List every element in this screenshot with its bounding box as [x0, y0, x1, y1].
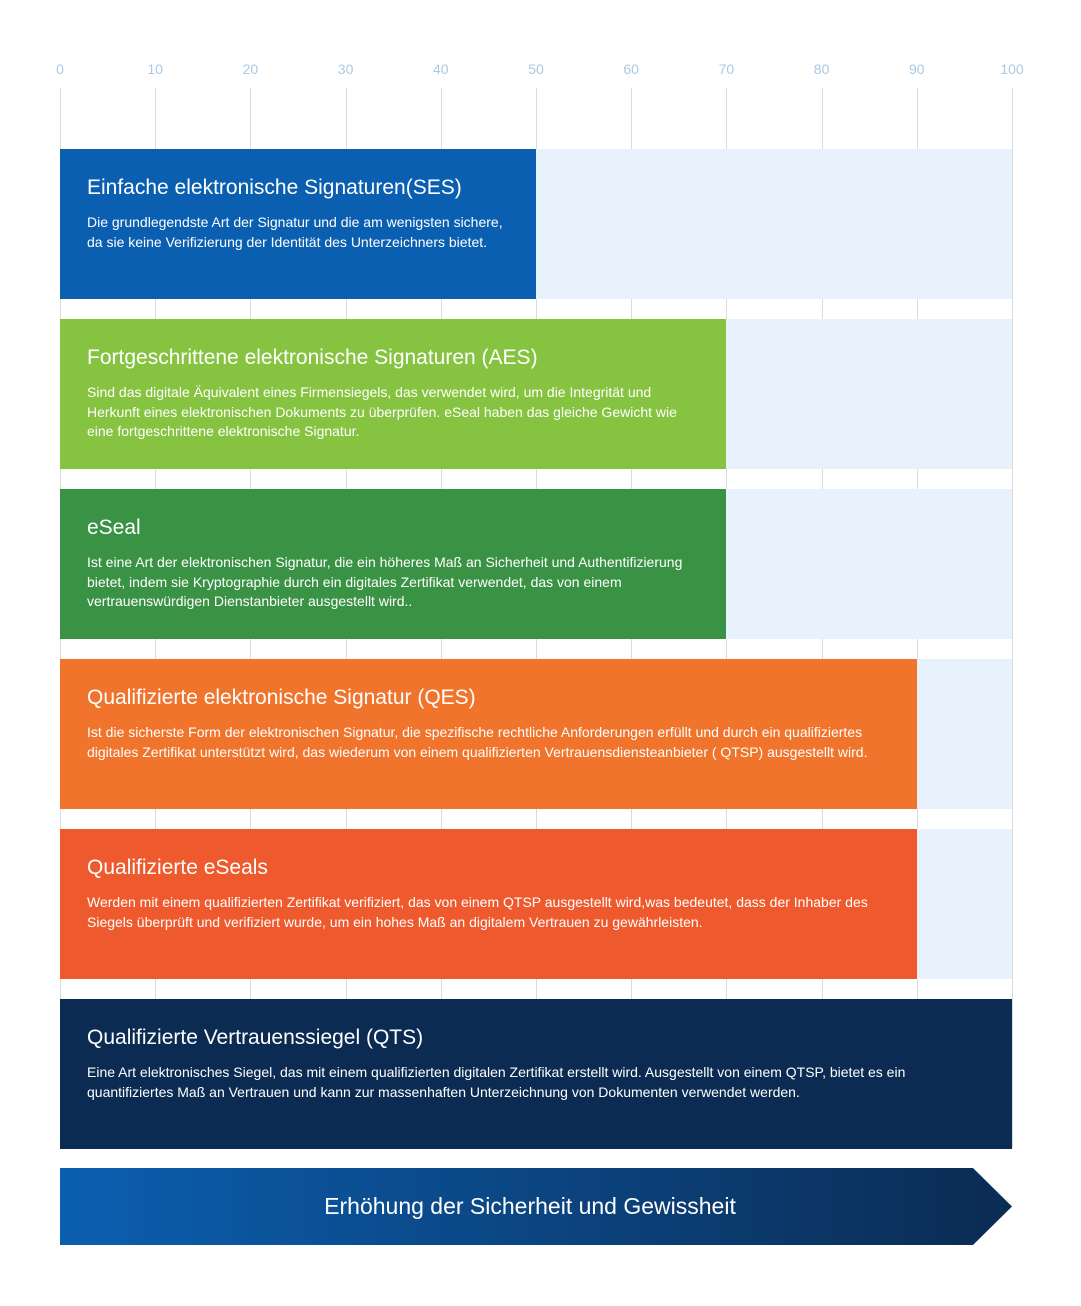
arrow-banner: [60, 1168, 1012, 1245]
x-tick-label: 90: [909, 61, 925, 77]
bar-description: Eine Art elektronisches Siegel, das mit …: [87, 1064, 906, 1100]
bar-description: Die grundlegendste Art der Signatur und …: [87, 214, 503, 250]
x-tick-label: 70: [718, 61, 735, 77]
x-tick-label: 10: [147, 61, 163, 77]
arrow-label: Erhöhung der Sicherheit und Gewissheit: [324, 1193, 736, 1219]
bar-title: Einfache elektronische Signaturen(SES): [87, 176, 462, 199]
bar-title: Qualifizierte Vertrauenssiegel (QTS): [87, 1026, 424, 1049]
x-tick-label: 30: [337, 61, 354, 77]
bar-title: eSeal: [87, 516, 141, 539]
bar-title: Qualifizierte eSeals: [87, 856, 268, 879]
x-tick-label: 0: [56, 61, 64, 77]
x-tick-label: 60: [623, 61, 639, 77]
bar: Einfache elektronische Signaturen(SES) Di…: [60, 149, 536, 299]
x-tick-label: 40: [433, 61, 449, 77]
bar: Qualifizierte Vertrauenssiegel (QTS) Eine…: [60, 999, 1012, 1149]
bar-description: Ist eine Art der elektronischen Signatur…: [87, 554, 683, 609]
bar-title: Qualifizierte elektronische Signatur (QE…: [87, 686, 476, 709]
bar: Fortgeschrittene elektronische Signature…: [60, 319, 727, 469]
bar-description: Sind das digitale Äquivalent eines Firme…: [87, 384, 677, 439]
x-tick-label: 100: [1000, 61, 1024, 77]
bar-description: Ist die sicherste Form der elektronische…: [87, 724, 868, 760]
arrow-shape: [60, 1168, 1012, 1245]
bar-title: Fortgeschrittene elektronische Signature…: [87, 346, 538, 369]
x-tick-label: 80: [813, 61, 830, 77]
x-tick-label: 50: [528, 61, 544, 77]
bar-description: Werden mit einem qualifizierten Zertifik…: [87, 894, 868, 930]
bar: Qualifizierte elektronische Signatur (QE…: [60, 659, 917, 809]
x-tick-label: 20: [242, 61, 259, 77]
